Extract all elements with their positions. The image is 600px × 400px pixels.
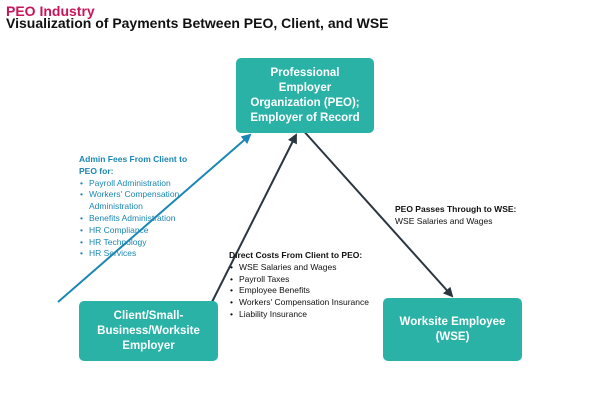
- client-node-line: Business/Worksite: [97, 324, 200, 337]
- wse-node-line: (WSE): [435, 330, 470, 343]
- peo-node-line: Professional: [270, 66, 340, 79]
- direct-costs-list: WSE Salaries and Wages Payroll Taxes Emp…: [229, 262, 404, 321]
- peo-node: Professional Employer Organization (PEO)…: [236, 58, 374, 133]
- client-node: Client/Small- Business/Worksite Employer: [79, 301, 218, 361]
- diagram-title: PEO Industry: [6, 3, 95, 19]
- direct-costs-annotation: Direct Costs From Client to PEO: WSE Sal…: [229, 250, 404, 321]
- list-item: HR Compliance: [79, 225, 214, 237]
- list-item: Liability Insurance: [229, 309, 404, 321]
- client-node-line: Client/Small-: [113, 309, 184, 322]
- pass-through-annotation: PEO Passes Through to WSE: WSE Salaries …: [395, 204, 585, 228]
- pass-through-heading: PEO Passes Through to WSE:: [395, 204, 517, 214]
- admin-fees-heading: PEO for:: [79, 165, 114, 176]
- wse-node: Worksite Employee (WSE): [383, 298, 522, 361]
- diagram-subtitle: Visualization of Payments Between PEO, C…: [6, 15, 389, 31]
- pass-through-arrow: [300, 127, 454, 298]
- client-node-line: Employer: [122, 339, 175, 352]
- pass-through-body: WSE Salaries and Wages: [395, 215, 493, 226]
- list-item: Payroll Taxes: [229, 274, 404, 286]
- peo-node-line: Organization (PEO);: [250, 96, 360, 109]
- admin-fees-list: Payroll Administration Workers' Compensa…: [79, 178, 214, 261]
- direct-costs-heading: Direct Costs From Client to PEO:: [229, 250, 363, 260]
- list-item: Benefits Administration: [79, 213, 214, 225]
- admin-fees-annotation: Admin Fees From Client to PEO for: Payro…: [79, 154, 214, 260]
- list-item: WSE Salaries and Wages: [229, 262, 404, 274]
- admin-fees-heading: Admin Fees From Client to: [79, 154, 188, 164]
- list-item: Workers' Compensation Administration: [79, 189, 214, 213]
- list-item: Workers' Compensation Insurance: [229, 297, 404, 309]
- peo-node-line: Employer of Record: [250, 111, 360, 124]
- list-item: Employee Benefits: [229, 285, 404, 297]
- peo-node-line: Employer: [278, 81, 332, 94]
- list-item: HR Technology: [79, 237, 214, 249]
- direct-costs-arrow: [211, 133, 297, 303]
- wse-node-line: Worksite Employee: [399, 315, 506, 328]
- list-item: HR Services: [79, 248, 214, 260]
- list-item: Payroll Administration: [79, 178, 214, 190]
